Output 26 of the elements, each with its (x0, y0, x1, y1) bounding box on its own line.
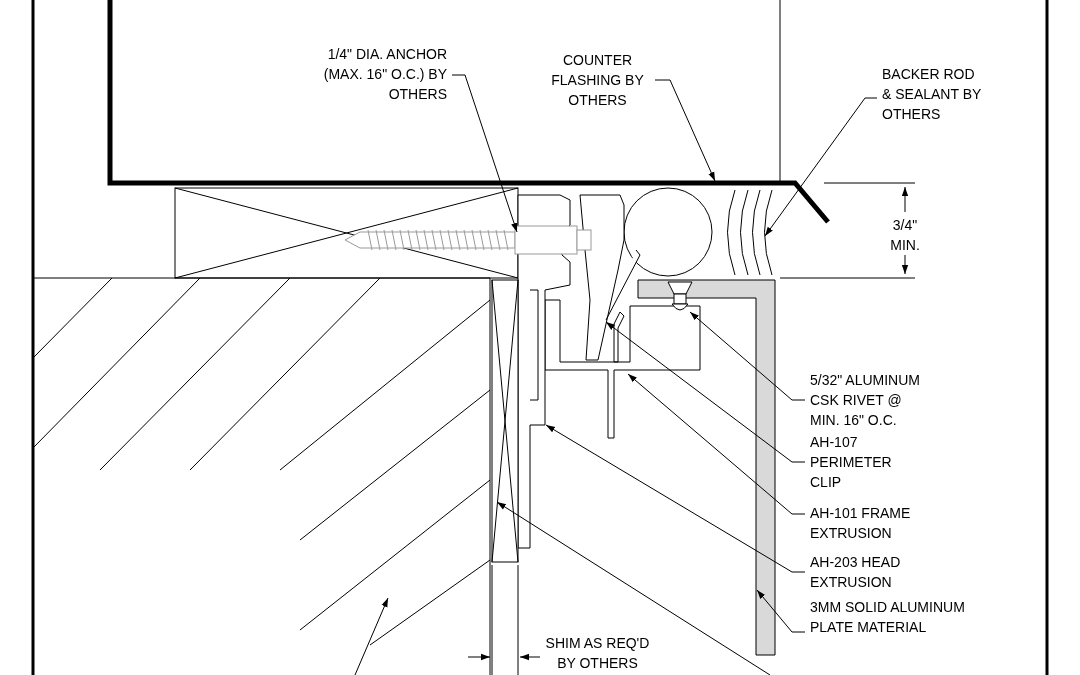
shim (491, 279, 519, 563)
leader-line (756, 589, 806, 633)
callout-text: AH-107 PERIMETER CLIP (810, 433, 893, 492)
callout-text: AH-101 FRAME EXTRUSION (810, 504, 912, 543)
leader-line (605, 321, 806, 463)
leader-line (627, 373, 806, 515)
counter-flashing (520, 180, 830, 224)
callout-text: BACKER ROD & SEALANT BY OTHERS (882, 65, 982, 124)
leader-line (545, 424, 806, 573)
leader-line (354, 597, 389, 675)
sealant (623, 187, 773, 277)
callout-text: 5/32" ALUMINUM CSK RIVET @ MIN. 16" O.C. (810, 371, 921, 430)
leader-line (496, 501, 771, 675)
leader-line (764, 97, 878, 237)
anchor-screw (344, 225, 592, 255)
frame-extrusion (544, 299, 701, 439)
callout-text: COUNTER FLASHING BY OTHERS (550, 51, 645, 110)
perimeter-clip (579, 194, 641, 361)
leader-line (689, 311, 806, 401)
leader-line (654, 79, 716, 182)
callout-text: AH-203 HEAD EXTRUSION (810, 553, 902, 592)
rivet (667, 281, 693, 311)
concrete-wall (32, 277, 491, 675)
callout-text: 3MM SOLID ALUMINUM PLATE MATERIAL (810, 598, 966, 637)
leader-line (451, 74, 518, 233)
callout-text: 1/4" DIA. ANCHOR (MAX. 16" O.C.) BY OTHERS (322, 45, 447, 104)
